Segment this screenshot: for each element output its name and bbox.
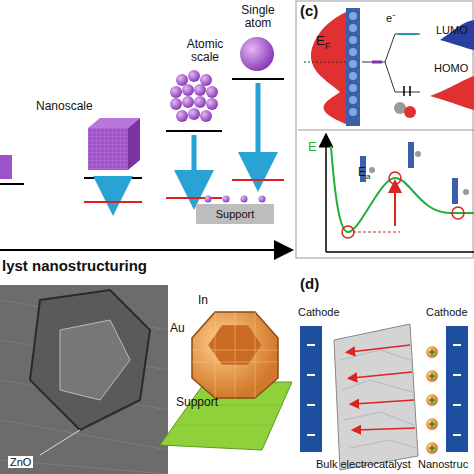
axis-label: lyst nanostructuring — [2, 258, 147, 275]
part-label: Au — [170, 322, 185, 335]
orbital-label: LUMO — [436, 24, 468, 36]
level-label: Atomic scale — [180, 38, 230, 64]
part-label: ZnO — [8, 456, 33, 468]
energy-subscript: a — [366, 173, 370, 182]
part-label: Cathode — [426, 306, 468, 318]
box-text: Support — [216, 208, 255, 220]
part-label: Cathode — [298, 306, 340, 318]
part-label: In — [198, 294, 208, 307]
electron-label: e⁻ — [386, 12, 396, 24]
energy-symbol: E — [358, 166, 366, 179]
part-label: Support — [176, 396, 218, 409]
energy-symbol: E — [316, 34, 325, 48]
axis-label: E — [308, 140, 317, 154]
support-box: Support — [196, 204, 274, 224]
caption-label: Bulk electrocatalyst — [316, 458, 411, 470]
orbital-label: HOMO — [434, 62, 468, 74]
level-label: Nanoscale — [36, 100, 93, 113]
energy-subscript: F — [325, 42, 331, 52]
level-label: Single atom — [234, 4, 282, 30]
caption-label: Nanostruc — [418, 458, 468, 470]
panel-label: (c) — [300, 3, 318, 20]
panel-label: (d) — [300, 276, 319, 293]
